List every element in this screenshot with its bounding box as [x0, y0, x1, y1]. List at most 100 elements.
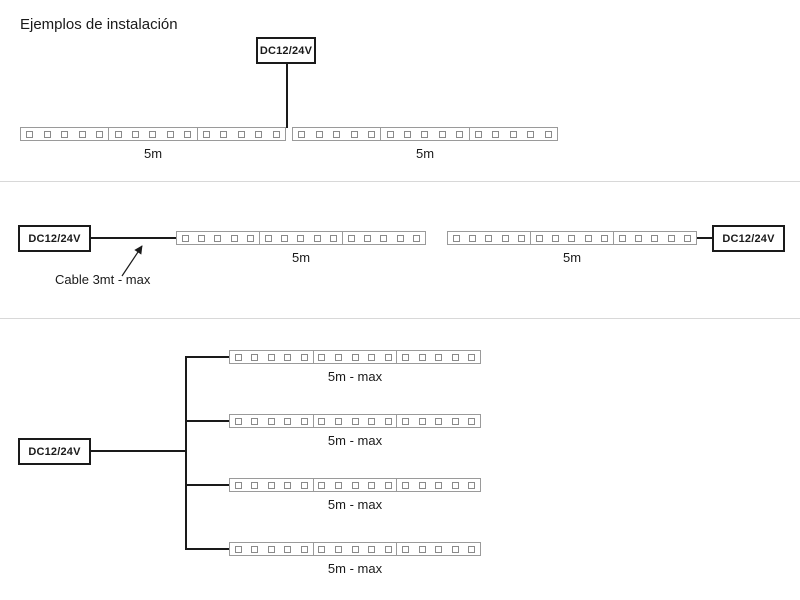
led-pad [61, 130, 69, 138]
led-pad [333, 130, 341, 138]
led-pad [402, 417, 410, 425]
led-pad [43, 130, 51, 138]
led-pad [492, 130, 500, 138]
led-pad [386, 130, 394, 138]
cable-branch-2 [185, 420, 229, 422]
led-pad [364, 234, 372, 242]
led-pad [418, 545, 426, 553]
led-pad [313, 234, 321, 242]
led-pad [368, 130, 376, 138]
led-strip-branch-3 [229, 478, 481, 492]
strip-segment [470, 128, 557, 140]
led-pad [318, 481, 326, 489]
cable-middle-right [697, 237, 712, 239]
led-pad [438, 130, 446, 138]
strip-segment [397, 479, 480, 491]
led-pad [451, 353, 459, 361]
led-pad [298, 130, 306, 138]
led-pad [635, 234, 643, 242]
led-pad [396, 234, 404, 242]
led-pad [284, 353, 292, 361]
led-pad [456, 130, 464, 138]
cable-middle-left [91, 237, 176, 239]
led-pad [247, 234, 255, 242]
led-pad [166, 130, 174, 138]
led-pad [230, 234, 238, 242]
led-pad [384, 545, 392, 553]
led-pad [251, 481, 259, 489]
cable-top-vertical [286, 64, 288, 128]
strip-segment [230, 415, 314, 427]
cable-branch-4 [185, 548, 229, 550]
led-pad [518, 234, 526, 242]
led-pad [234, 481, 242, 489]
led-pad [300, 417, 308, 425]
led-pad [114, 130, 122, 138]
led-pad [421, 130, 429, 138]
strip-length-label: 5m - max [327, 369, 383, 384]
led-pad [300, 481, 308, 489]
led-pad [267, 545, 275, 553]
strip-segment [314, 415, 398, 427]
led-pad [132, 130, 139, 138]
led-pad [568, 234, 576, 242]
led-pad [300, 353, 308, 361]
psu-box-bottom: DC12/24V [18, 438, 91, 465]
strip-segment [293, 128, 382, 140]
led-pad [468, 545, 476, 553]
led-pad [251, 545, 259, 553]
led-pad [544, 130, 552, 138]
led-pad [334, 545, 342, 553]
led-pad [501, 234, 509, 242]
led-pad [402, 481, 410, 489]
led-pad [474, 130, 482, 138]
psu-box-middle-left: DC12/24V [18, 225, 91, 252]
led-strip-top-left [20, 127, 286, 141]
led-strip-middle-left [176, 231, 426, 245]
strip-length-label: 5m - max [327, 497, 383, 512]
led-strip-top-right [292, 127, 558, 141]
led-pad [267, 417, 275, 425]
led-pad [281, 234, 289, 242]
led-pad [469, 234, 477, 242]
led-pad [267, 481, 275, 489]
led-pad [552, 234, 560, 242]
led-pad [297, 234, 305, 242]
led-pad [351, 545, 359, 553]
led-strip-middle-right [447, 231, 697, 245]
led-pad [220, 130, 228, 138]
led-pad [202, 130, 210, 138]
led-pad [418, 353, 426, 361]
led-pad [509, 130, 517, 138]
led-pad [181, 234, 189, 242]
strip-segment [230, 543, 314, 555]
strip-segment [397, 543, 480, 555]
cable-note-arrow-icon [121, 245, 143, 277]
led-pad [214, 234, 222, 242]
strip-segment [314, 351, 398, 363]
led-pad [351, 417, 359, 425]
led-pad [267, 353, 275, 361]
led-pad [330, 234, 338, 242]
strip-segment [314, 543, 398, 555]
led-pad [334, 417, 342, 425]
led-pad [651, 234, 659, 242]
led-pad [418, 481, 426, 489]
led-pad [667, 234, 675, 242]
strip-segment [109, 128, 198, 140]
led-pad [452, 234, 460, 242]
led-pad [334, 481, 342, 489]
led-pad [284, 417, 292, 425]
led-pad [184, 130, 192, 138]
led-pad [535, 234, 543, 242]
strip-length-label: 5m - max [327, 433, 383, 448]
strip-length-label: 5m - max [327, 561, 383, 576]
cable-bottom-feed [91, 450, 187, 452]
led-pad [468, 417, 476, 425]
led-pad [413, 234, 421, 242]
led-pad [451, 481, 459, 489]
led-pad [402, 353, 410, 361]
psu-box-middle-right: DC12/24V [712, 225, 785, 252]
led-pad [435, 417, 443, 425]
